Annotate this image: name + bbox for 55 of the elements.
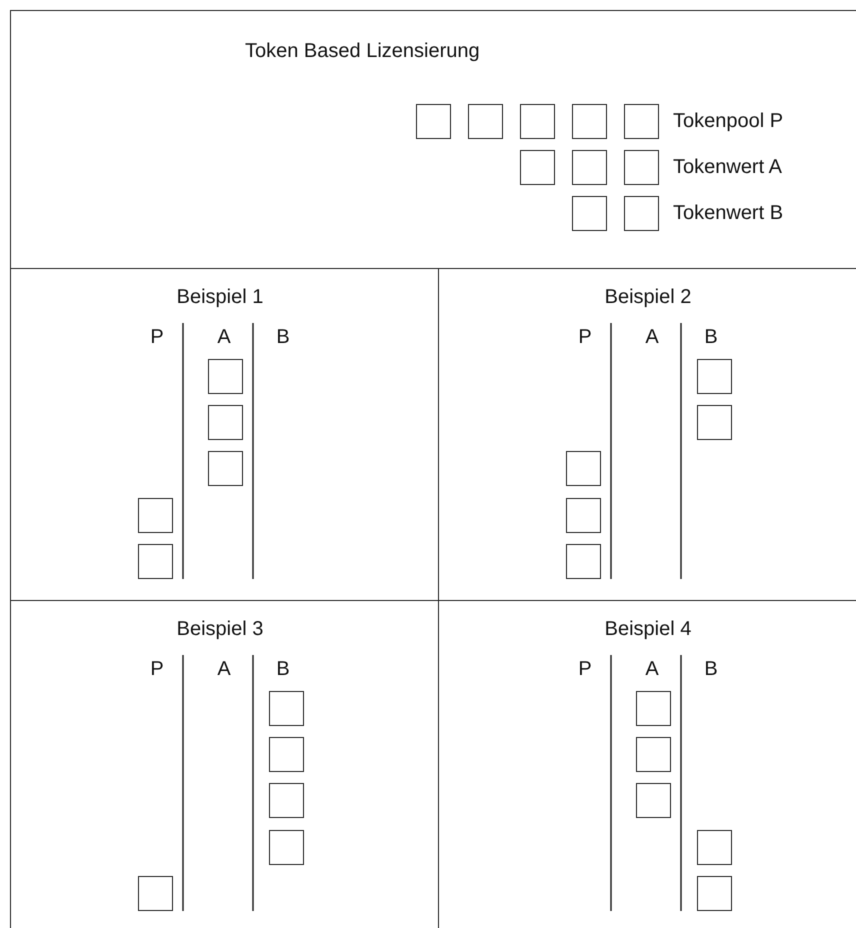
token-square — [636, 783, 671, 818]
token-square — [697, 359, 732, 394]
example-panel — [10, 600, 440, 928]
token-square — [566, 498, 601, 533]
column-header: P — [149, 325, 165, 349]
token-square — [572, 104, 607, 139]
token-square — [208, 359, 243, 394]
column-header: B — [275, 325, 291, 349]
token-square — [269, 691, 304, 726]
token-square — [138, 498, 173, 533]
token-square — [572, 196, 607, 231]
example-panel — [438, 600, 856, 928]
overview-panel — [10, 10, 856, 270]
token-square — [697, 830, 732, 865]
token-square — [566, 544, 601, 579]
token-square — [269, 830, 304, 865]
token-square — [520, 150, 555, 185]
token-square — [138, 544, 173, 579]
column-header: P — [149, 657, 165, 681]
token-square — [138, 876, 173, 911]
token-square — [520, 104, 555, 139]
token-square — [636, 691, 671, 726]
column-header: A — [216, 325, 232, 349]
token-square — [269, 783, 304, 818]
token-square — [624, 196, 659, 231]
column-header: P — [577, 325, 593, 349]
token-square — [697, 405, 732, 440]
column-header: B — [275, 657, 291, 681]
token-square — [624, 104, 659, 139]
column-header: A — [644, 325, 660, 349]
token-square — [636, 737, 671, 772]
token-square — [572, 150, 607, 185]
example-panel — [10, 268, 440, 602]
token-square — [468, 104, 503, 139]
row-label: Tokenwert A — [673, 155, 782, 179]
example-panel — [438, 268, 856, 602]
column-header: B — [703, 657, 719, 681]
row-label: Tokenpool P — [673, 109, 784, 133]
token-square — [416, 104, 451, 139]
token-square — [624, 150, 659, 185]
panel-title: Token Based Lizensierung — [245, 39, 480, 63]
token-square — [697, 876, 732, 911]
example-title: Beispiel 4 — [604, 617, 692, 641]
example-title: Beispiel 3 — [176, 617, 264, 641]
token-square — [269, 737, 304, 772]
column-header: A — [216, 657, 232, 681]
example-title: Beispiel 2 — [604, 285, 692, 309]
column-header: B — [703, 325, 719, 349]
token-square — [566, 451, 601, 486]
example-title: Beispiel 1 — [176, 285, 264, 309]
token-square — [208, 405, 243, 440]
column-header: A — [644, 657, 660, 681]
row-label: Tokenwert B — [673, 201, 784, 225]
token-square — [208, 451, 243, 486]
column-header: P — [577, 657, 593, 681]
